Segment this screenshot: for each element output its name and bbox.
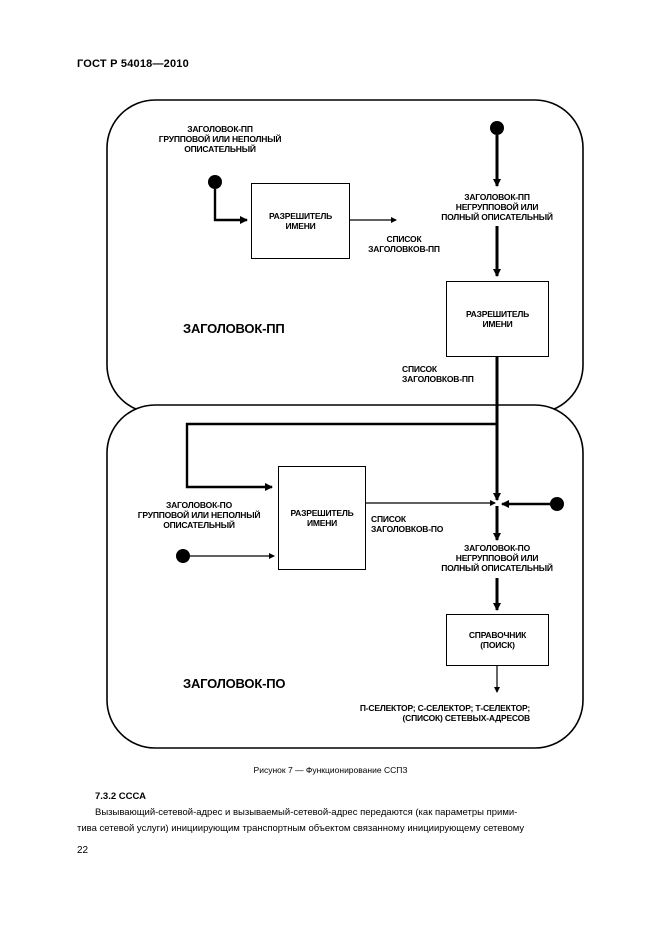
- bottom-area-frame: [106, 404, 584, 749]
- bottom-area-title: ЗАГОЛОВОК-ПО: [183, 676, 286, 691]
- standard-header: ГОСТ Р 54018—2010: [77, 58, 189, 70]
- section-heading: 7.3.2 СССА: [95, 791, 146, 802]
- top-left-output-label: СПИСОК ЗАГОЛОВКОВ-ПП: [368, 234, 440, 254]
- section-paragraph-line2: тива сетевой услуги) инициирующим трансп…: [77, 823, 525, 834]
- directory-search-box: СПРАВОЧНИК(ПОИСК): [446, 614, 549, 666]
- connector-loop: [185, 422, 497, 491]
- top-area-title: ЗАГОЛОВОК-ПП: [183, 321, 285, 336]
- selector-result-label: П-СЕЛЕКТОР; С-СЕЛЕКТОР; Т-СЕЛЕКТОР; (СПИ…: [359, 703, 530, 723]
- bottom-output-label: СПИСОК ЗАГОЛОВКОВ-ПО: [371, 514, 444, 534]
- bottom-input-group-label: ЗАГОЛОВОК-ПО ГРУППОВОЙ ИЛИ НЕПОЛНЫЙ ОПИС…: [137, 500, 261, 530]
- input-dot-bottom-left: [176, 549, 190, 563]
- figure-caption: Рисунок 7 — Функционирование ССПЗ: [253, 765, 408, 775]
- input-dot-top-left: [208, 175, 222, 189]
- top-right-output-label: СПИСОК ЗАГОЛОВКОВ-ПП: [402, 364, 474, 384]
- top-input-group-label: ЗАГОЛОВОК-ПП ГРУППОВОЙ ИЛИ НЕПОЛНЫЙ ОПИС…: [158, 124, 282, 154]
- top-input-nongroup-label: ЗАГОЛОВОК-ПП НЕГРУППОВОЙ ИЛИ ПОЛНЫЙ ОПИС…: [441, 192, 553, 222]
- page-number: 22: [77, 845, 89, 856]
- connector-top-left-in: [213, 189, 248, 224]
- input-dot-top-right: [490, 121, 504, 135]
- section-paragraph-line1: Вызывающий-сетевой-адрес и вызываемый-се…: [95, 807, 518, 818]
- input-dot-bottom-right: [550, 497, 564, 511]
- bottom-input-nongroup-label: ЗАГОЛОВОК-ПО НЕГРУППОВОЙ ИЛИ ПОЛНЫЙ ОПИС…: [441, 543, 553, 573]
